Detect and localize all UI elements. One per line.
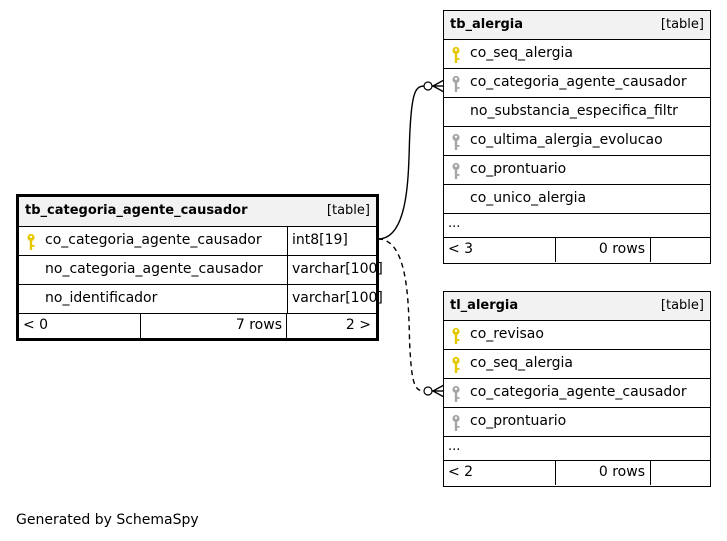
table-kind: [table]	[660, 298, 704, 313]
column-name: co_prontuario	[470, 413, 567, 429]
footer-parents-cell: < 0	[19, 314, 141, 338]
footer-rows-cell: 0 rows	[556, 238, 651, 262]
column-row: co_prontuario	[444, 408, 710, 437]
key-icon	[452, 327, 460, 344]
key-icon	[452, 356, 460, 373]
column-name: co_categoria_agente_causador	[470, 384, 687, 400]
ellipsis: ...	[448, 439, 461, 454]
column-row: co_categoria_agente_causador int8[19]	[19, 227, 376, 256]
table-name: tb_categoria_agente_causador	[25, 203, 248, 218]
column-row: no_substancia_especifica_filtr	[444, 98, 710, 127]
table-footer: < 0 7 rows 2 >	[19, 314, 376, 338]
row-count: 7 rows	[235, 317, 282, 333]
table-kind: [table]	[660, 17, 704, 32]
table-footer: < 3 0 rows	[444, 238, 710, 262]
children-count: 2 >	[345, 317, 371, 333]
column-name: co_categoria_agente_causador	[45, 232, 262, 248]
column-name: co_seq_alergia	[470, 45, 574, 61]
column-name: no_categoria_agente_causador	[45, 261, 263, 277]
table-header: tb_alergia [table]	[444, 11, 710, 40]
footer-children-cell	[651, 238, 710, 262]
table-tb-categoria-agente-causador[interactable]: tb_categoria_agente_causador [table] co_…	[16, 194, 383, 341]
table-header: tb_categoria_agente_causador [table]	[19, 197, 376, 227]
footer-children-cell	[651, 461, 710, 485]
column-row: co_ultima_alergia_evolucao	[444, 127, 710, 156]
key-icon	[452, 46, 460, 63]
column-row: co_seq_alergia	[444, 40, 710, 69]
generated-by-label: Generated by SchemaSpy	[16, 512, 199, 528]
footer-parents-cell: < 3	[444, 238, 556, 262]
column-row: co_categoria_agente_causador	[444, 69, 710, 98]
key-icon	[452, 385, 460, 402]
column-name: co_categoria_agente_causador	[470, 74, 687, 90]
footer-rows-cell: 7 rows	[141, 314, 287, 338]
table-tl-alergia[interactable]: tl_alergia [table] co_revisao co_seq_ale…	[443, 291, 711, 487]
table-footer: < 2 0 rows	[444, 461, 710, 485]
key-icon	[452, 133, 460, 150]
column-name: co_ultima_alergia_evolucao	[470, 132, 663, 148]
table-name: tl_alergia	[450, 298, 519, 313]
row-count: 0 rows	[598, 464, 645, 480]
column-row: co_revisao	[444, 321, 710, 350]
table-kind: [table]	[326, 203, 370, 218]
key-icon	[27, 233, 35, 250]
key-icon	[452, 414, 460, 431]
more-columns-row: ...	[444, 437, 710, 461]
link-to-tl-alergia	[377, 238, 445, 398]
column-row: co_categoria_agente_causador	[444, 379, 710, 408]
column-type: varchar[100]	[287, 285, 383, 313]
key-icon	[452, 162, 460, 179]
footer-children-cell: 2 >	[287, 314, 376, 338]
table-header: tl_alergia [table]	[444, 292, 710, 321]
more-columns-row: ...	[444, 214, 710, 238]
column-name: co_seq_alergia	[470, 355, 574, 371]
column-row: co_prontuario	[444, 156, 710, 185]
link-to-tb-alergia	[377, 79, 445, 240]
footer-parents-cell: < 2	[444, 461, 556, 485]
column-row: co_seq_alergia	[444, 350, 710, 379]
parents-count: < 0	[23, 317, 49, 333]
column-name: co_revisao	[470, 326, 544, 342]
column-name: co_unico_alergia	[470, 190, 587, 206]
parents-count: < 3	[448, 241, 474, 257]
key-icon	[452, 75, 460, 92]
parents-count: < 2	[448, 464, 474, 480]
column-name: no_substancia_especifica_filtr	[470, 103, 678, 119]
footer-rows-cell: 0 rows	[556, 461, 651, 485]
column-row: co_unico_alergia	[444, 185, 710, 214]
column-name: no_identificador	[45, 290, 158, 306]
row-count: 0 rows	[598, 241, 645, 257]
table-tb-alergia[interactable]: tb_alergia [table] co_seq_alergia co_cat…	[443, 10, 711, 264]
table-name: tb_alergia	[450, 17, 524, 32]
column-row: no_identificador varchar[100]	[19, 285, 383, 314]
ellipsis: ...	[448, 216, 461, 231]
column-type: varchar[100]	[287, 256, 383, 284]
column-name: co_prontuario	[470, 161, 567, 177]
column-type: int8[19]	[287, 227, 376, 255]
column-row: no_categoria_agente_causador varchar[100…	[19, 256, 383, 285]
